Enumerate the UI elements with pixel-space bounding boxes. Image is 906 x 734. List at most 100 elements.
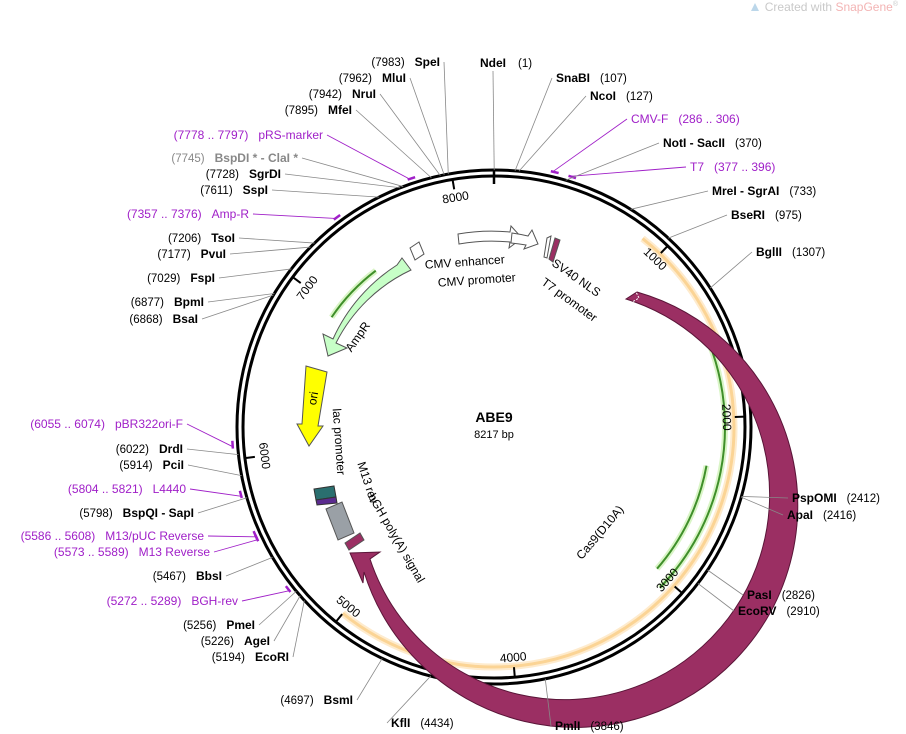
primer-leader: [326, 134, 410, 180]
primer-amp-r[interactable]: Amp-R(7357 .. 7376): [127, 207, 249, 221]
enzyme-position: (5226): [201, 636, 234, 648]
enzyme-site-pmli[interactable]: PmlI(3846): [555, 719, 624, 733]
enzyme-name: PspOMI: [792, 491, 837, 505]
enzyme-site-mlui[interactable]: MluI(7962): [339, 71, 406, 85]
primer-m13-puc-reverse[interactable]: M13/pUC Reverse(5586 .. 5608): [21, 529, 205, 543]
enzyme-position: (6022): [116, 444, 149, 456]
primer-name: Amp-R: [212, 207, 250, 221]
enzyme-site-ndei[interactable]: NdeI(1): [480, 56, 532, 70]
enzyme-site-bspqi-sapi[interactable]: BspQI - SapI(5798): [79, 506, 194, 520]
tick-mark-4000: [512, 667, 516, 678]
leader-lines: [186, 61, 789, 727]
enzyme-site-pasi[interactable]: PasI(2826): [747, 588, 815, 602]
enzyme-site-bpmi[interactable]: BpmI(6877): [131, 295, 204, 309]
enzyme-position: (1): [518, 58, 532, 70]
primer-leader: [207, 535, 257, 538]
enzyme-name: MreI - SgrAI: [712, 184, 779, 198]
enzyme-name: BbsI: [196, 569, 222, 583]
enzyme-name: SgrDI: [249, 167, 281, 181]
leader-line: [355, 109, 432, 179]
leader-line: [197, 497, 248, 514]
enzyme-position: (2412): [847, 493, 880, 505]
enzyme-site-sgrdi[interactable]: SgrDI (7728): [206, 167, 281, 181]
enzyme-name: PmlI: [555, 719, 580, 733]
primer-m13-reverse[interactable]: M13 Reverse(5573 .. 5589): [54, 545, 210, 559]
ori-feature[interactable]: [296, 365, 328, 447]
primer-prs-marker[interactable]: pRS-marker(7778 .. 7797): [174, 128, 323, 142]
enzyme-site-ncoi[interactable]: NcoI(127): [590, 89, 653, 103]
primer-leader: [186, 423, 233, 448]
tick-mark-8000: [451, 179, 456, 190]
sv40-nls-feature[interactable]: [543, 235, 552, 259]
enzyme-site-bspdi-clai-[interactable]: BspDI * - ClaI *(7745): [171, 151, 298, 165]
enzyme-site-mrei-sgrai[interactable]: MreI - SgrAI (733): [712, 184, 816, 198]
enzyme-name: EcoRI: [255, 650, 289, 664]
primer-pbr322ori-f[interactable]: pBR322ori-F(6055 .. 6074): [30, 417, 183, 431]
enzyme-site-bsai[interactable]: BsaI(6868): [129, 312, 198, 326]
enzyme-site-noti-sacii[interactable]: NotI - SacII(370): [663, 136, 762, 150]
enzyme-position: (7728): [206, 169, 239, 181]
enzyme-name: PmeI: [226, 618, 255, 632]
enzyme-name: BglII: [756, 245, 782, 259]
green-arc-1: [656, 465, 708, 570]
enzyme-site-bseri[interactable]: BseRI(975): [731, 208, 802, 222]
enzyme-site-sspi[interactable]: SspI(7611): [200, 183, 268, 197]
enzyme-site-ecorv[interactable]: EcoRV(2910): [738, 604, 820, 618]
enzyme-name: FspI: [190, 271, 215, 285]
enzyme-site-mfei[interactable]: MfeI(7895): [285, 103, 352, 117]
primer-l4440[interactable]: L4440(5804 .. 5821): [68, 482, 186, 496]
enzyme-site-kfli[interactable]: KflI(4434): [391, 716, 454, 730]
enzyme-name: BspDI * - ClaI *: [215, 151, 299, 165]
primer-name: T7: [690, 160, 704, 174]
enzyme-position: (733): [789, 186, 816, 198]
primer-range: (377 .. 396): [714, 160, 775, 174]
enzyme-name: PasI: [747, 588, 772, 602]
enzyme-site-pvui[interactable]: PvuI(7177): [157, 247, 226, 261]
enzyme-site-apai[interactable]: ApaI(2416): [787, 508, 856, 522]
cmv-promoter-feature[interactable]: [510, 228, 539, 250]
enzyme-site-pspomi[interactable]: PspOMI (2412): [792, 491, 880, 505]
enzyme-position: (6868): [129, 314, 162, 326]
enzyme-site-nrui[interactable]: NruI(7942): [309, 87, 376, 101]
leader-line: [229, 246, 311, 255]
enzyme-name: SnaBI: [556, 71, 590, 85]
primer-bgh-rev[interactable]: BGH-rev(5272 .. 5289): [107, 594, 238, 608]
green-arc-2: [330, 269, 377, 318]
watermark-brand: SnapGene: [835, 0, 893, 14]
tick-label-4000: 4000: [499, 649, 527, 665]
leader-line: [218, 268, 292, 279]
enzyme-site-tsoi[interactable]: TsoI(7206): [168, 231, 235, 245]
enzyme-site-bglii[interactable]: BglII(1307): [756, 245, 825, 259]
leader-line: [284, 173, 401, 189]
enzyme-site-bsmi[interactable]: BsmI(4697): [280, 693, 353, 707]
enzyme-site-drdi[interactable]: DrdI(6022): [116, 442, 183, 456]
tick-mark-6000: [244, 455, 255, 460]
t7-promoter-feature[interactable]: [548, 237, 561, 263]
feature-label-cmv-enhancer: CMV enhancer: [424, 252, 505, 272]
enzyme-name: EcoRV: [738, 604, 776, 618]
ampr-feature[interactable]: [322, 257, 412, 357]
leader-line: [201, 294, 274, 320]
enzyme-name: TsoI: [211, 231, 235, 245]
lac-promoter-feature[interactable]: [325, 501, 355, 541]
primer-name: pRS-marker: [258, 128, 323, 142]
enzyme-site-agei[interactable]: AgeI(5226): [201, 634, 270, 648]
primer-cmv-f[interactable]: CMV-F(286 .. 306): [631, 112, 740, 126]
ampr-tail: [409, 241, 425, 261]
bgh-polya-feature[interactable]: [344, 532, 365, 551]
primer-t7[interactable]: T7 (377 .. 396): [690, 160, 775, 174]
enzyme-site-fspi[interactable]: FspI(7029): [147, 271, 215, 285]
enzyme-position: (5194): [212, 652, 245, 664]
enzyme-name: PvuI: [201, 247, 226, 261]
enzyme-site-snabi[interactable]: SnaBI(107): [556, 71, 627, 85]
enzyme-site-pmei[interactable]: PmeI(5256): [183, 618, 255, 632]
cas9-feature[interactable]: [349, 291, 799, 728]
primer-leader: [252, 213, 336, 219]
enzyme-site-bbsi[interactable]: BbsI(5467): [153, 569, 222, 583]
green-orf-arcs: [329, 268, 728, 590]
leader-line: [207, 293, 275, 303]
feature-labels: CMV enhancer CMV promoter SV40 NLS T7 pr…: [305, 252, 627, 585]
enzyme-site-spei[interactable]: SpeI(7983): [371, 55, 440, 69]
enzyme-site-pcii[interactable]: PciI(5914): [119, 458, 184, 472]
enzyme-site-ecori[interactable]: EcoRI (5194): [212, 650, 289, 664]
